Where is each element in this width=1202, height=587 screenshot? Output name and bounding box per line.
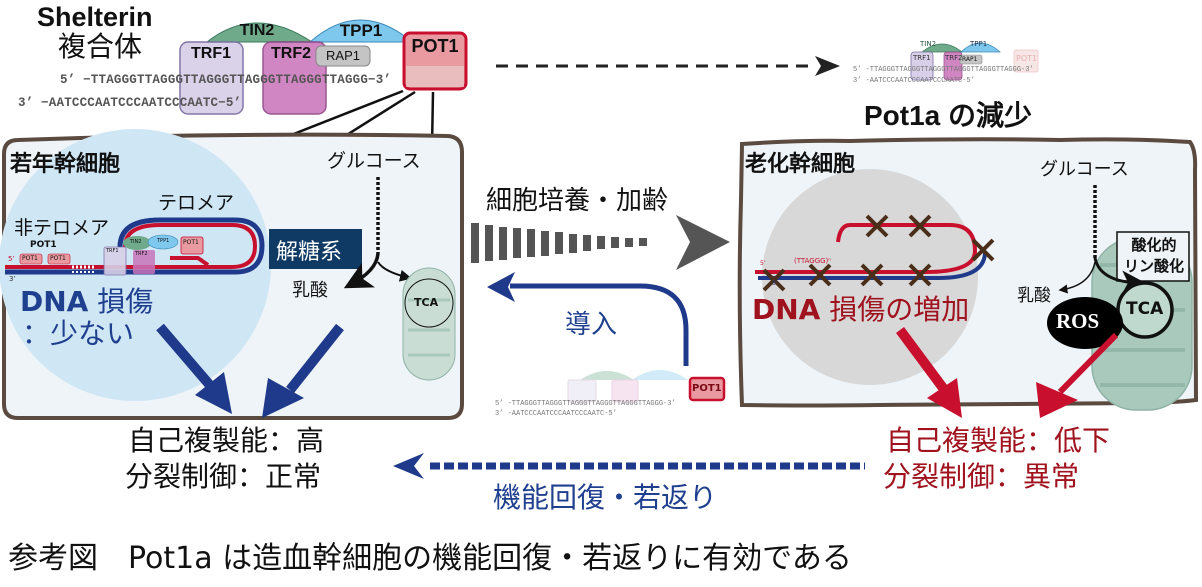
dna-text: DNA bbox=[20, 285, 89, 318]
oxphos-label: 酸化的リン酸化 bbox=[1122, 235, 1186, 277]
rap1-label: RAP1 bbox=[326, 48, 360, 63]
trf1-label: TRF1 bbox=[191, 45, 231, 62]
aged-strand-label: (TTAGGG)ⁿ bbox=[794, 257, 832, 265]
culture-aging-label: 細胞培養・加齢 bbox=[486, 186, 669, 216]
young-tca-cycle bbox=[404, 278, 454, 328]
aged-dna-text: DNA bbox=[752, 293, 821, 326]
reduced-tin2-label: TIN2 bbox=[920, 40, 937, 48]
telomere-label: テロメア bbox=[158, 192, 235, 214]
recovery-arrow bbox=[393, 453, 865, 479]
pot1-label: POT1 bbox=[411, 36, 459, 56]
damage-text: 損傷 bbox=[88, 285, 154, 318]
introduction-arrow bbox=[487, 272, 689, 366]
middle-strand-bottom: 3’ -AATCCCAATCCCAATCCCAATC-5’ bbox=[495, 410, 617, 418]
young-glucose-label: グルコース bbox=[327, 150, 421, 172]
young-division-control: 分裂制御：正常 bbox=[125, 460, 322, 493]
tin2-label: TIN2 bbox=[239, 22, 275, 39]
ros-blob bbox=[1047, 297, 1123, 349]
loop-trf2-label: TRF2 bbox=[135, 251, 148, 257]
young-lactate-label: 乳酸 bbox=[292, 280, 328, 301]
rap1-protein bbox=[315, 45, 371, 67]
aged-tca-cycle bbox=[1116, 281, 1174, 339]
reduced-tpp1-label: TPP1 bbox=[970, 40, 988, 48]
telomere-loop-outer bbox=[5, 217, 265, 275]
tin2-protein bbox=[205, 22, 314, 43]
aged-division-control: 分裂制御：異常 bbox=[883, 460, 1080, 493]
oxphos-line-2: リン酸化 bbox=[1123, 257, 1184, 275]
trf2-protein bbox=[262, 41, 327, 115]
middle-pot1-box bbox=[688, 376, 726, 402]
strand-bottom: 3’ −AATCCCAATCCCAATCCCAATC−5’ bbox=[18, 96, 242, 110]
figure-caption: 参考図 Pot1a は造血幹細胞の機能回復・若返りに有効である bbox=[8, 541, 852, 576]
shelterin-subtitle: 複合体 bbox=[58, 30, 143, 63]
aged-cell bbox=[737, 137, 1199, 418]
non-telomere-label: 非テロメア bbox=[14, 217, 110, 239]
young-tca-label: TCA bbox=[414, 296, 439, 309]
aged-lactate-label: 乳酸 bbox=[1017, 286, 1051, 306]
reduced-trf1-label: TRF1 bbox=[913, 54, 931, 62]
reduced-trf2-label: TRF2 bbox=[945, 54, 963, 62]
faded-complex bbox=[567, 370, 688, 403]
glycolysis-label: 解糖系 bbox=[276, 240, 343, 265]
oxphos-line-1: 酸化的 bbox=[1131, 236, 1177, 254]
ros-label: ROS bbox=[1056, 309, 1100, 333]
shelterin-complex bbox=[179, 19, 468, 115]
trf2-label: TRF2 bbox=[271, 45, 311, 62]
aged-tca-label: TCA bbox=[1126, 299, 1164, 319]
loop-trf1-label: TRF1 bbox=[106, 248, 119, 254]
aged-five-prime: 5’ bbox=[760, 260, 766, 267]
introduction-label: 導入 bbox=[565, 310, 618, 340]
reduced-shelterin-complex bbox=[910, 42, 1039, 81]
young-dna-damage-label: DNA 損傷 bbox=[20, 280, 153, 320]
reduced-strand-top: 5’ -TTAGGGTTAGGGTTAGGGTTAGGGTTAGGGTTAGGG… bbox=[853, 66, 1034, 74]
glycolysis-box bbox=[269, 229, 362, 269]
middle-strand-top: 5’ -TTAGGGTTAGGGTTAGGGTTAGGGTTAGGGTTAGGG… bbox=[495, 400, 676, 408]
middle-pot1-label: POT1 bbox=[692, 383, 722, 394]
aged-self-renewal: 自己複製能：低下 bbox=[886, 424, 1111, 457]
telomere-loop-inner bbox=[5, 223, 258, 269]
loop-pot1-label: POT1 bbox=[183, 239, 199, 246]
pot1a-decrease-label: Pot1a の減少 bbox=[864, 100, 1033, 131]
five-prime-label: 5’ bbox=[8, 255, 15, 263]
reduced-strand-bottom: 3’ -AATCCCAATCCCAATCCCAATC-5’ bbox=[853, 77, 975, 85]
aged-three-prime: 3’ bbox=[772, 280, 778, 287]
young-dna-damage-low: ：少ない bbox=[22, 317, 135, 350]
shelterin-title: Shelterin bbox=[37, 2, 153, 32]
loop-tin2-label: TIN2 bbox=[130, 239, 142, 245]
young-mitochondrion bbox=[402, 267, 456, 381]
strand-top: 5’ −TTAGGGTTAGGGTTAGGGTTAGGGTTAGGGTTAGGG… bbox=[60, 73, 392, 87]
aged-dna-damage-label: DNA 損傷の増加 bbox=[752, 288, 969, 328]
pot1-nontelomere-label: POT1 bbox=[30, 240, 57, 250]
young-cell-title: 若年幹細胞 bbox=[10, 152, 121, 177]
pot1-small-1: POT1 bbox=[22, 255, 38, 262]
young-self-renewal: 自己複製能：高 bbox=[128, 424, 325, 457]
aged-glucose-label: グルコース bbox=[1040, 159, 1129, 180]
trf1-protein bbox=[179, 41, 244, 115]
reduced-pot1-label: POT1 bbox=[1016, 54, 1038, 63]
reduced-rap1-label: RAP1 bbox=[962, 56, 978, 63]
young-cell bbox=[0, 129, 464, 420]
damage-markers bbox=[762, 214, 995, 292]
loop-tpp1-label: TPP1 bbox=[157, 238, 170, 244]
pot1-small-2: POT1 bbox=[50, 255, 66, 262]
aged-damage-text: 損傷の増加 bbox=[820, 293, 970, 326]
dashed-arrow-to-reduced bbox=[496, 56, 840, 76]
tpp1-label: TPP1 bbox=[339, 21, 383, 40]
recovery-label: 機能回復・若返り bbox=[493, 481, 718, 514]
culture-aging-arrow bbox=[471, 215, 730, 270]
aged-cell-title: 老化幹細胞 bbox=[745, 152, 856, 177]
three-prime-label: 3’ bbox=[9, 275, 16, 283]
